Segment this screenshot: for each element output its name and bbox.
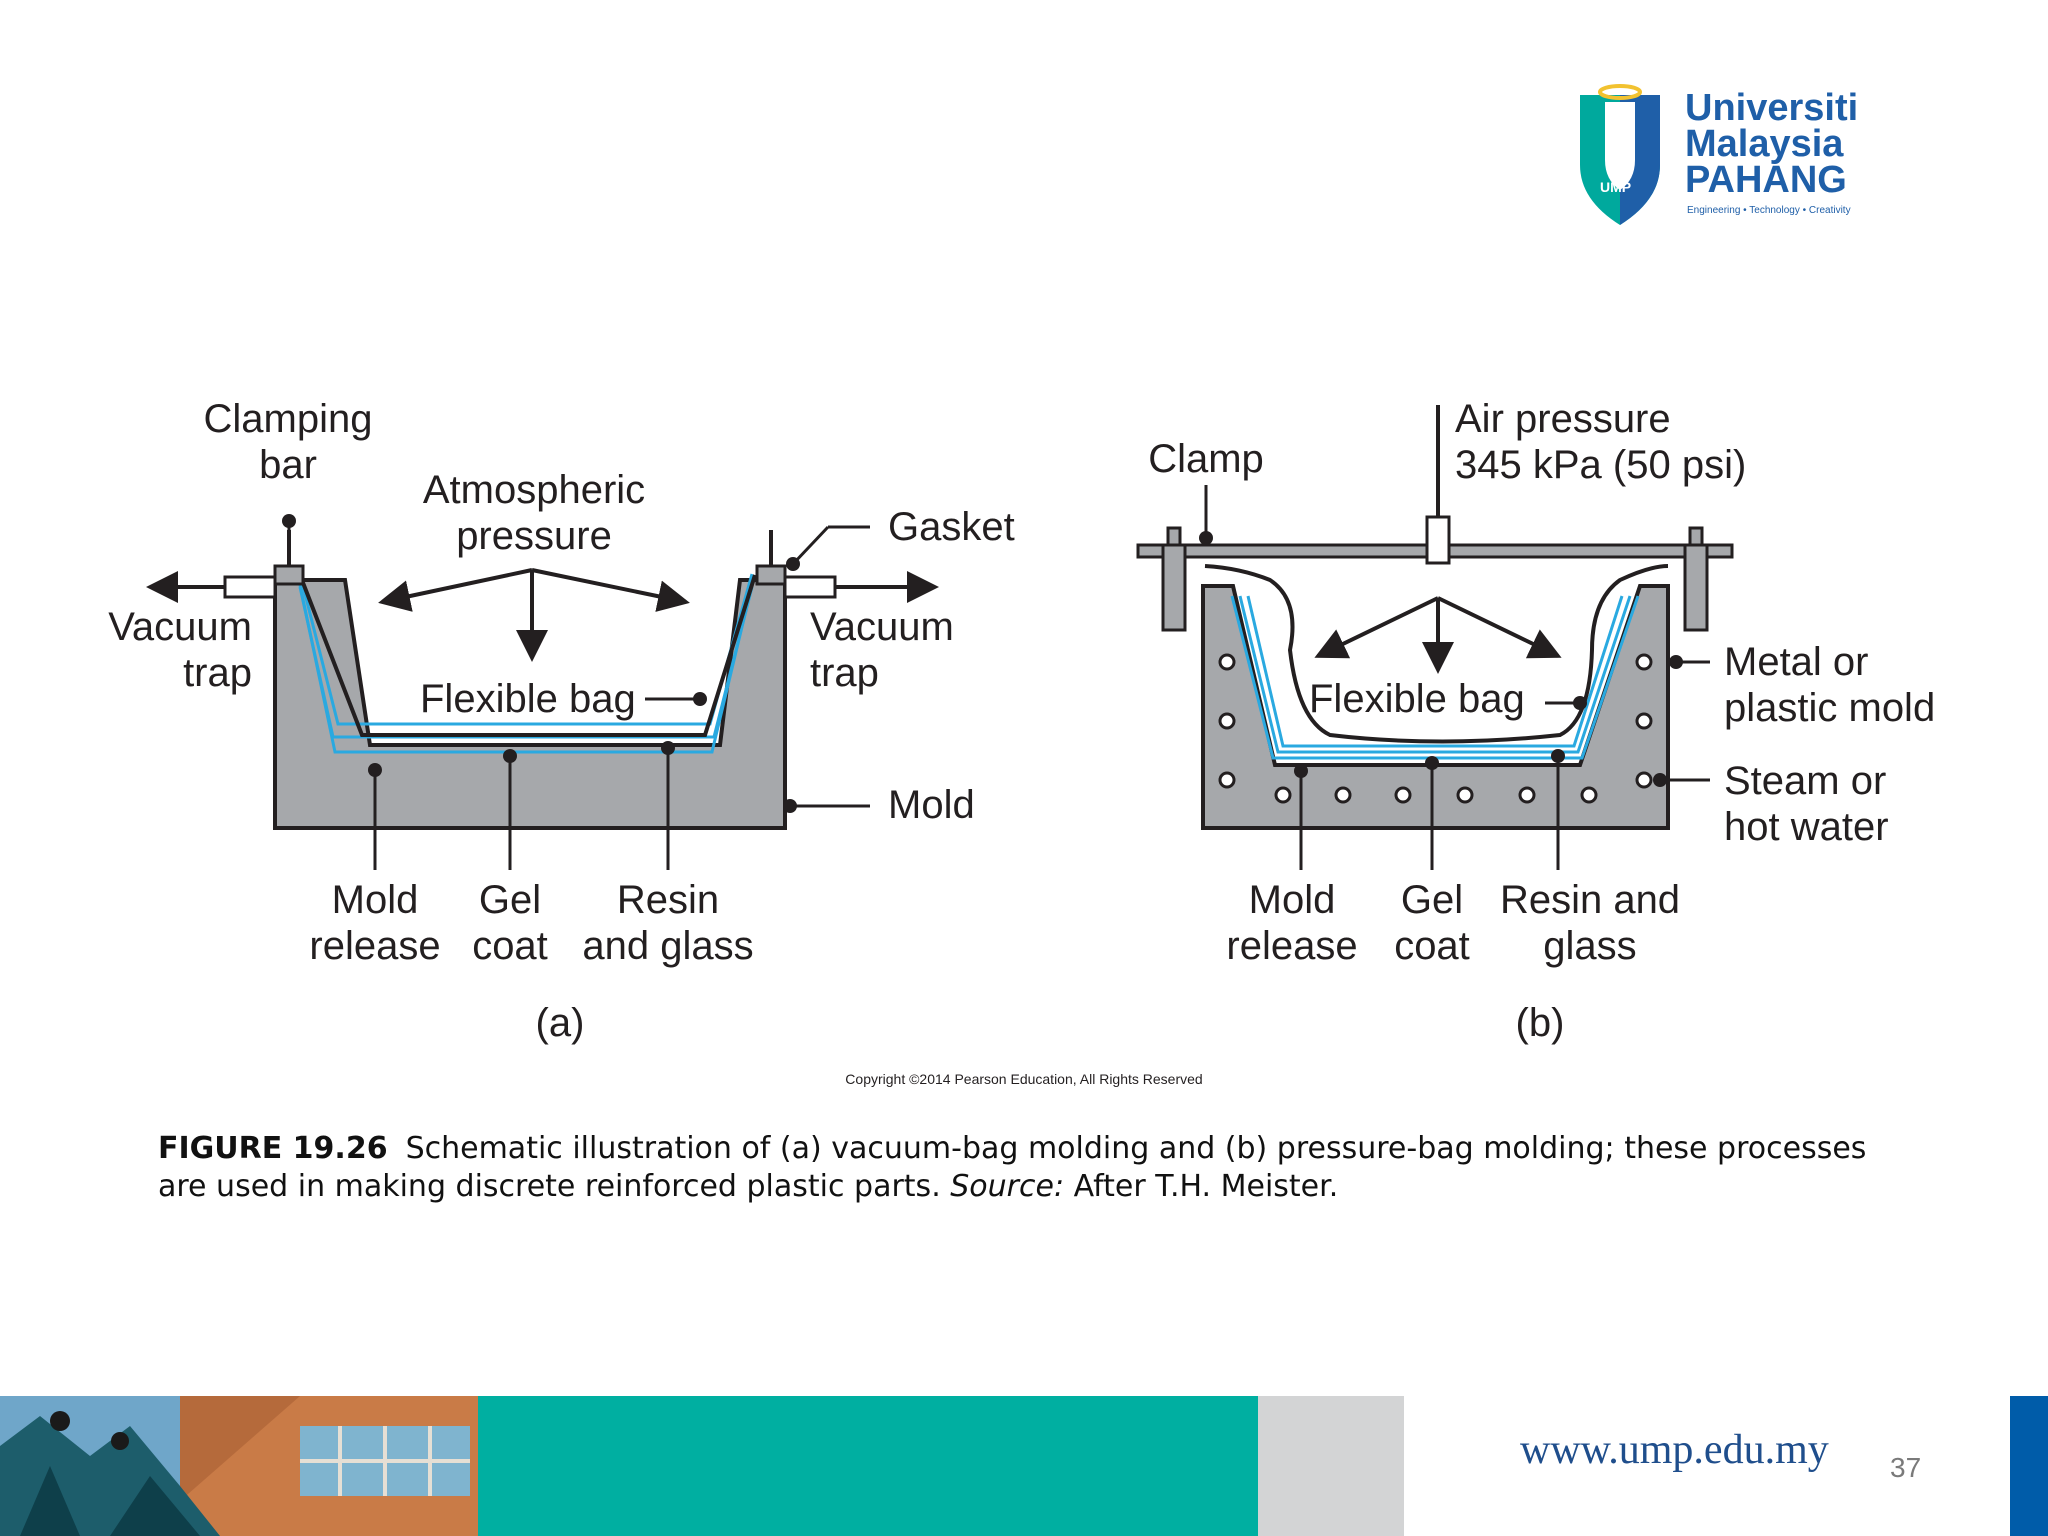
label-air-pressure-2: 345 kPa (50 psi) xyxy=(1455,443,1746,487)
label-mold-a: Mold xyxy=(888,783,975,827)
molding-diagram: Clamping bar Atmospheric pressure Gasket… xyxy=(108,397,1935,1045)
figure-number: FIGURE 19.26 xyxy=(158,1131,388,1166)
label-vacuum-trap-left-2: trap xyxy=(183,651,252,695)
label-resin-b-2: glass xyxy=(1543,924,1636,968)
university-logo: UMP Universiti Malaysia PAHANG Engineeri… xyxy=(1580,84,1858,225)
layers-b-3 xyxy=(1246,595,1624,748)
sublabel-b: (b) xyxy=(1516,1001,1565,1045)
label-gel-coat-b-2: coat xyxy=(1394,924,1470,968)
vacuum-port-right xyxy=(783,575,837,599)
label-metal-mold-1: Metal or xyxy=(1724,640,1869,684)
footer-grey-band xyxy=(1258,1396,1404,1536)
label-vacuum-trap-right-1: Vacuum xyxy=(810,605,954,649)
label-gel-coat-a-1: Gel xyxy=(479,878,541,922)
label-mold-release-a-1: Mold xyxy=(332,878,419,922)
logo-line-3: PAHANG xyxy=(1685,159,1847,201)
label-flexible-bag-b: Flexible bag xyxy=(1309,677,1525,721)
vacuum-port-left xyxy=(223,575,277,599)
label-vacuum-trap-left-1: Vacuum xyxy=(108,605,252,649)
label-gasket: Gasket xyxy=(888,505,1015,549)
label-mold-release-a-2: release xyxy=(309,924,440,968)
label-gel-coat-a-2: coat xyxy=(472,924,548,968)
mold-a xyxy=(273,578,787,830)
label-resin-b-1: Resin and xyxy=(1500,878,1680,922)
footer-bar: www.ump.edu.my 37 xyxy=(0,1396,2048,1536)
label-mold-release-b-2: release xyxy=(1226,924,1357,968)
label-atmospheric-1: Atmospheric xyxy=(423,468,645,512)
logo-tagline: Engineering • Technology • Creativity xyxy=(1687,205,1851,216)
label-mold-release-b-1: Mold xyxy=(1249,878,1336,922)
label-steam-1: Steam or xyxy=(1724,759,1886,803)
air-inlet-b xyxy=(1425,515,1451,565)
page-number: 37 xyxy=(1890,1452,1922,1483)
footer-blue-band xyxy=(2010,1396,2048,1536)
flexible-bag-a xyxy=(298,574,757,737)
svg-text:UMP: UMP xyxy=(1600,179,1631,195)
label-clamping-bar-1: Clamping xyxy=(204,397,373,441)
caption-source-text: After T.H. Meister. xyxy=(1064,1169,1339,1204)
layers-b-2 xyxy=(1238,595,1632,754)
steam-channels xyxy=(1218,653,1653,804)
pressure-arrow-left xyxy=(378,568,533,612)
label-resin-a-1: Resin xyxy=(617,878,719,922)
flexible-bag-b xyxy=(1204,564,1669,744)
copyright-notice: Copyright ©2014 Pearson Education, All R… xyxy=(845,1071,1203,1087)
shield-icon: UMP xyxy=(1580,84,1660,225)
logo-line-1: Universiti xyxy=(1685,87,1858,129)
mold-b xyxy=(1201,584,1670,830)
caption-source-label: Source: xyxy=(950,1169,1065,1204)
figure-a: Clamping bar Atmospheric pressure Gasket… xyxy=(108,397,1015,1045)
label-vacuum-trap-right-2: trap xyxy=(810,651,879,695)
caption-text: Schematic illustration of (a) vacuum-bag… xyxy=(158,1131,1867,1204)
footer-teal-band xyxy=(478,1396,1258,1536)
label-metal-mold-2: plastic mold xyxy=(1724,686,1935,730)
graduation-photo xyxy=(0,1396,478,1536)
website-link[interactable]: www.ump.edu.my xyxy=(1520,1427,1829,1473)
label-flexible-bag-a: Flexible bag xyxy=(420,677,636,721)
figure-b: Air pressure 345 kPa (50 psi) Clamp Flex… xyxy=(1136,397,1935,1045)
clamp-right xyxy=(1683,543,1709,632)
label-resin-a-2: and glass xyxy=(582,924,753,968)
clamping-bar-right xyxy=(755,564,787,586)
label-clamping-bar-2: bar xyxy=(259,443,317,487)
label-clamp: Clamp xyxy=(1148,437,1264,481)
sublabel-a: (a) xyxy=(536,1001,585,1045)
label-air-pressure-1: Air pressure xyxy=(1455,397,1671,441)
air-arrow-right xyxy=(1437,596,1562,659)
air-arrow-left xyxy=(1314,596,1439,659)
label-atmospheric-2: pressure xyxy=(456,514,612,558)
pressure-arrow-right xyxy=(531,568,690,612)
clamping-bar-left xyxy=(273,564,305,586)
label-gel-coat-b-1: Gel xyxy=(1401,878,1463,922)
clamp-left xyxy=(1161,543,1187,632)
logo-line-2: Malaysia xyxy=(1685,123,1844,165)
label-steam-2: hot water xyxy=(1724,805,1889,849)
